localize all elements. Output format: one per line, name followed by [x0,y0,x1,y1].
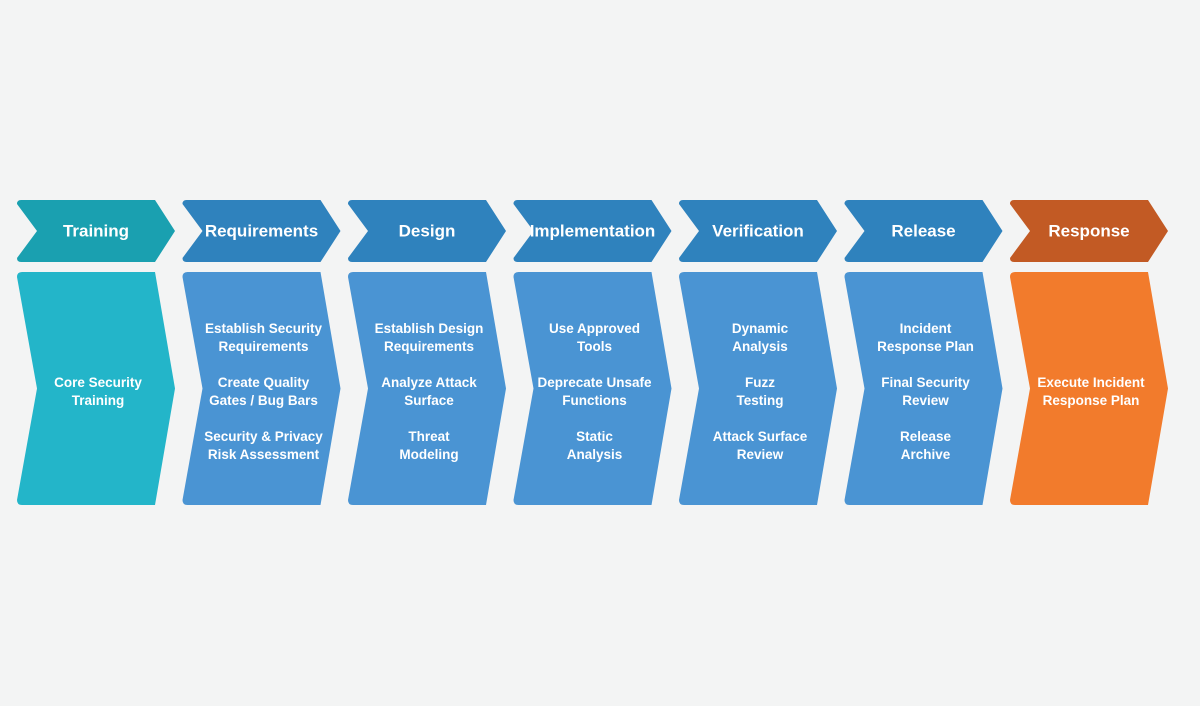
phase-body-requirements [182,272,341,505]
phase-label-response: Response [1048,221,1129,240]
phase-label-release: Release [891,221,955,240]
practice-label-release-3-line-2: Archive [901,447,951,462]
phase-body-release [844,272,1003,505]
phase-body-verification [679,272,837,505]
practice-label-implementation-3-line-1: Static [576,429,613,444]
practice-label-requirements-3-line-2: Risk Assessment [208,447,320,462]
practice-label-response-1-line-2: Response Plan [1043,393,1140,408]
practice-label-requirements-1-line-2: Requirements [218,339,308,354]
practice-label-implementation-1-line-1: Use Approved [549,321,640,336]
practice-label-requirements-3-line-1: Security & Privacy [204,429,323,444]
phase-headers: Training Requirements Design Implementation… [17,200,1168,262]
practice-label-verification-2-line-2: Testing [737,393,784,408]
practice-label-design-2-line-2: Surface [404,393,454,408]
practice-label-design-3-line-1: Threat [408,429,450,444]
practice-label-requirements-2-line-1: Create Quality [218,375,310,390]
practice-label-verification-1-line-2: Analysis [732,339,788,354]
phase-header-requirements [182,200,341,262]
phase-header-release [844,200,1003,262]
practice-label-verification-2-line-1: Fuzz [745,375,775,390]
phase-header-implementation [513,200,672,262]
practice-label-release-1-line-1: Incident [900,321,952,336]
practice-label-requirements-1-line-1: Establish Security [205,321,323,336]
practice-label-design-2-line-1: Analyze Attack [381,375,477,390]
practice-label-verification-3-line-2: Review [737,447,784,462]
phase-header-response [1010,200,1168,262]
practice-label-design-3-line-2: Modeling [399,447,458,462]
practice-label-requirements-2-line-2: Gates / Bug Bars [209,393,318,408]
practice-label-training-1-line-2: Training [72,393,125,408]
practice-label-release-1-line-2: Response Plan [877,339,974,354]
phase-body-design [348,272,506,505]
practice-label-verification-1-line-1: Dynamic [732,321,789,336]
phase-label-training: Training [63,221,129,240]
practice-label-verification-3-line-1: Attack Surface [713,429,808,444]
practice-label-design-1-line-2: Requirements [384,339,474,354]
practice-label-implementation-1-line-2: Tools [577,339,612,354]
phase-label-implementation: Implementation [530,221,656,240]
phase-label-requirements: Requirements [205,221,318,240]
phase-header-training [17,200,175,262]
phase-label-verification: Verification [712,221,804,240]
phase-header-design [348,200,506,262]
phase-body-training [17,272,175,505]
phase-label-design: Design [399,221,456,240]
practice-label-implementation-3-line-2: Analysis [567,447,623,462]
practice-label-implementation-2-line-2: Functions [562,393,627,408]
practice-label-implementation-2-line-1: Deprecate Unsafe [537,375,652,390]
practice-label-release-3-line-1: Release [900,429,952,444]
practice-label-training-1-line-1: Core Security [54,375,142,390]
practice-label-response-1-line-1: Execute Incident [1037,375,1145,390]
phase-body-response [1010,272,1168,505]
practice-label-release-2-line-2: Review [902,393,949,408]
practice-label-release-2-line-1: Final Security [881,375,970,390]
phase-header-verification [679,200,837,262]
practice-label-design-1-line-1: Establish Design [375,321,484,336]
phase-body-implementation [513,272,672,505]
